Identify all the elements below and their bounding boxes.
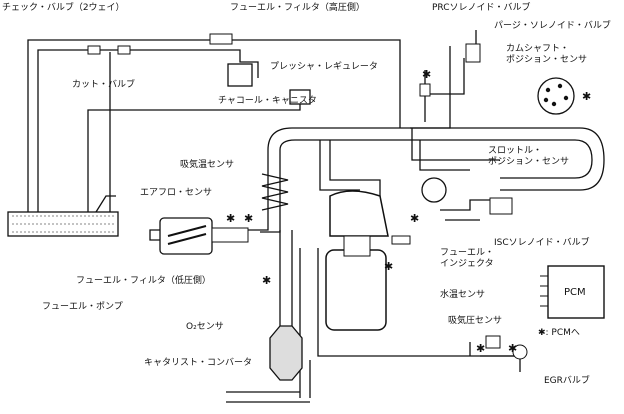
svg-text:✱: ✱ [410, 212, 419, 225]
svg-text:✱: ✱ [262, 274, 271, 287]
charcoal-canister-label: チャコール・キャニスタ [218, 96, 317, 106]
charcoal-canister-shape [227, 63, 253, 87]
camshaft-sensor-shape [537, 77, 575, 115]
pcm-pins [540, 275, 548, 307]
catalyst-shape [269, 325, 303, 381]
cut-valve-label: カット・バルブ [72, 80, 136, 90]
fuel-line-high [210, 39, 401, 128]
throttle-line [319, 140, 381, 200]
airflow-sensor-label: エアフロ・センサ [140, 188, 213, 198]
fuel-filter-low-label: フューエル・フィルタ（低圧側） [76, 276, 211, 286]
prc-solenoid-shape [419, 83, 431, 97]
air-cleaner-shape [159, 217, 213, 255]
svg-text:✱: ✱ [384, 260, 393, 273]
air-inlet [149, 229, 160, 241]
purge-solenoid-label: パージ・ソレノイド・バルブ [494, 21, 611, 31]
injector-shape [391, 235, 411, 245]
pressure-regulator-shape [289, 89, 311, 105]
catalyst-label: キャタリスト・コンバータ [144, 358, 253, 368]
canister-line [92, 51, 111, 212]
map-sensor-shape [485, 335, 501, 349]
egr-valve-shape [512, 344, 528, 360]
airflow-sensor-shape [211, 227, 249, 243]
vapor-line-top [27, 39, 232, 212]
fuel-filter-high-shape [209, 33, 233, 45]
coolant-temp-sensor-label: 水温センサ [440, 290, 486, 300]
map-sensor-label: 吸気圧センサ [448, 316, 503, 326]
fuel-filter-high-label: フューエル・フィルタ（高圧側） [230, 3, 365, 13]
exhaust-line [279, 230, 311, 398]
fuel-tank-shape [7, 211, 119, 237]
fuel-injector-label: フューエル・ インジェクタ [440, 248, 495, 269]
purge-solenoid-shape [465, 43, 481, 63]
pressure-regulator-label: プレッシャ・レギュレータ [270, 62, 378, 72]
intake-temp-sensor-label: 吸気温センサ [180, 160, 235, 170]
throttle-body-shape [421, 177, 447, 203]
fuel-tank-hatch [12, 215, 114, 233]
pcm-shape [547, 265, 605, 319]
intake-bellows [261, 173, 289, 211]
engine-block [325, 249, 387, 331]
exhaust-pipe [226, 391, 310, 403]
o2-sensor-label: O₂センサ [186, 322, 224, 332]
camshaft-sensor-holes [543, 83, 569, 107]
throttle-sensor-label: スロットル・ ポジション・センサ [488, 146, 570, 167]
svg-text:✱: ✱ [582, 90, 591, 103]
vacuum-line-right [411, 128, 500, 171]
isc-solenoid-label: ISCソレノイド・バルブ [494, 238, 590, 248]
svg-text:✱: ✱ [422, 68, 431, 81]
svg-text:✱: ✱ [226, 212, 235, 225]
egr-valve-label: EGRバルブ [544, 376, 590, 386]
pcm-box-label: PCM [564, 287, 586, 298]
cut-valve-shape [87, 45, 101, 55]
pcm-connection-marks: ✱ ✱ ✱ ✱ ✱ ✱ ✱ ✱ ✱ [226, 68, 591, 355]
camshaft-sensor-label: カムシャフト・ ポジション・センサ [506, 44, 588, 65]
fuel-pump-label: フューエル・ポンプ [42, 302, 123, 312]
svg-text:✱: ✱ [244, 212, 253, 225]
check-valve-shape [117, 45, 131, 55]
air-cleaner-element [167, 225, 207, 245]
svg-text:✱: ✱ [508, 342, 517, 355]
engine-cylinder [343, 235, 371, 257]
engine-head [329, 190, 389, 237]
filler-neck [95, 195, 116, 213]
intake-loop-inner [279, 139, 593, 179]
intake-loop [267, 127, 605, 191]
isc-line [440, 199, 500, 221]
pcm-legend-label: ✱: PCMへ [538, 328, 580, 338]
isc-solenoid-shape [489, 197, 513, 215]
prc-solenoid-label: PRCソレノイド・バルブ [432, 3, 531, 13]
check-valve-label: チェック・バルブ（2ウェイ） [2, 3, 125, 13]
svg-text:✱: ✱ [476, 342, 485, 355]
